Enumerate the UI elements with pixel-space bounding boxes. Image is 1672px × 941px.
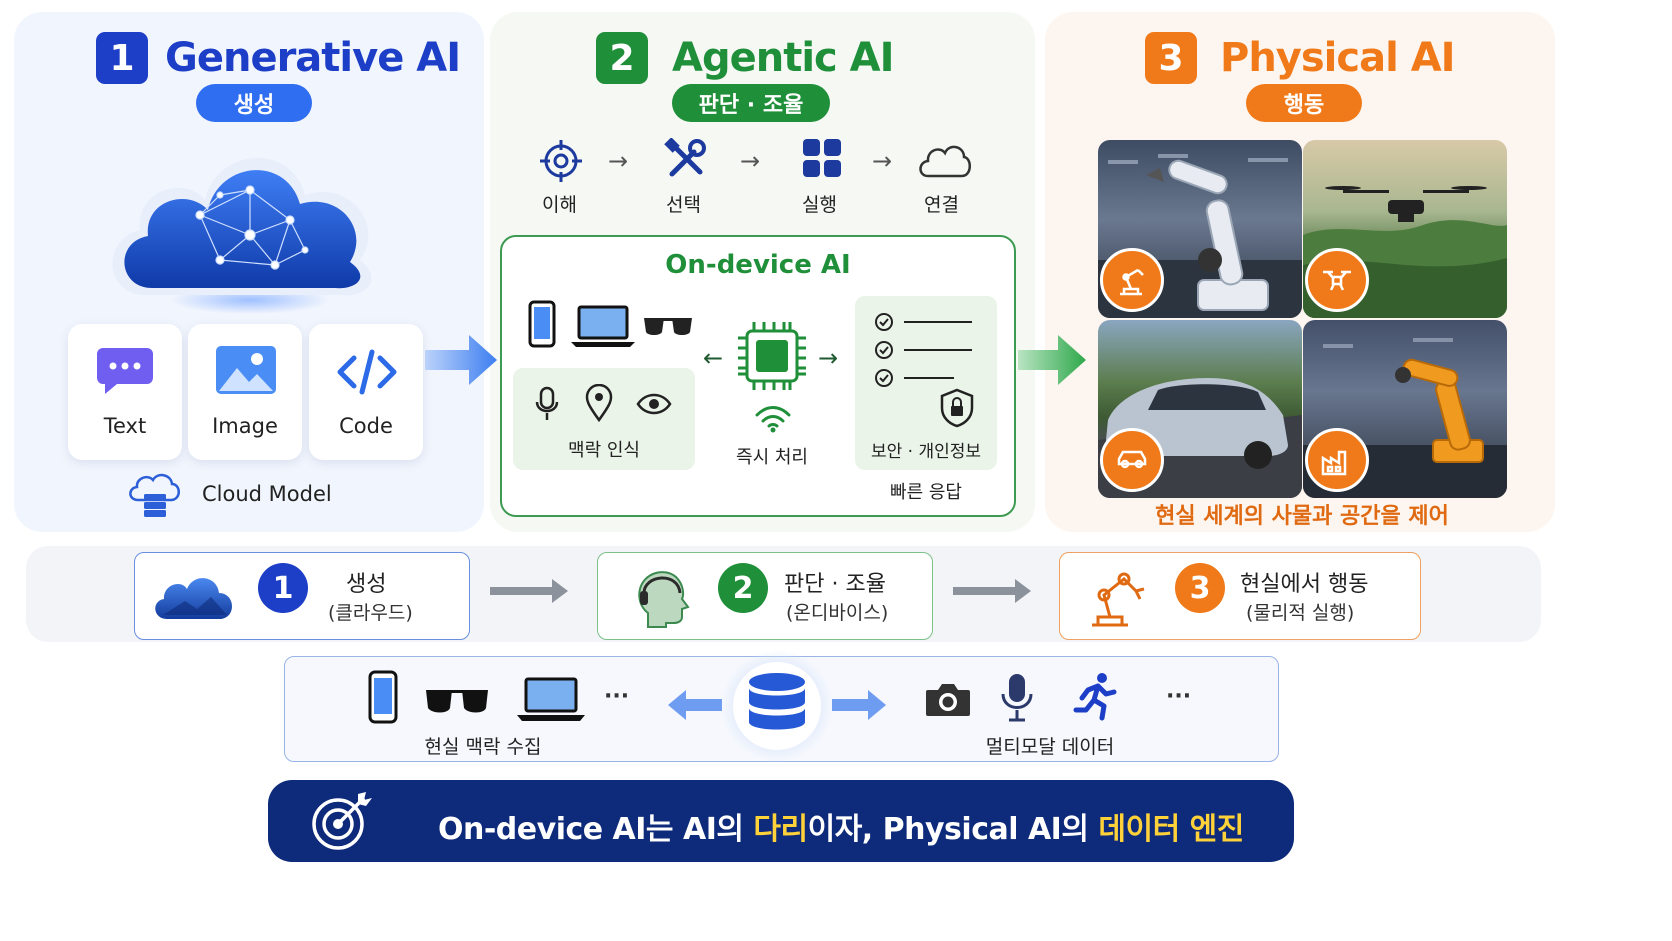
head-headset-icon [638, 571, 690, 628]
target-icon [540, 140, 582, 182]
target-arrow-icon [312, 792, 372, 850]
multimodal-data-label: 멀티모달 데이터 [985, 736, 1115, 758]
microphone-icon [535, 386, 559, 420]
step-judge-number: 2 [718, 563, 768, 613]
banner-highlight-engine: 데이터 엔진 [1098, 812, 1244, 847]
car-badge-icon [1100, 428, 1164, 492]
agentic-pill: 판단 · 조율 [672, 84, 830, 122]
industrial-robot-photo [1303, 320, 1507, 498]
flow-connect-label: 연결 [924, 194, 959, 216]
tools-icon [664, 138, 706, 177]
chat-bubble-icon [97, 348, 153, 394]
wifi-icon [755, 406, 791, 433]
text-card-label: Text [103, 414, 147, 438]
step-act-number: 3 [1175, 563, 1225, 613]
step-generate-sub: (클라우드) [328, 602, 413, 624]
instant-processing-label: 즉시 처리 [736, 447, 808, 468]
physical-title: Physical AI [1220, 35, 1456, 81]
agentic-number: 2 [596, 32, 648, 84]
running-person-icon [1073, 673, 1117, 721]
collect-context-label: 현실 맥락 수집 [424, 736, 542, 758]
code-card-label: Code [339, 414, 393, 438]
physical-number: 3 [1145, 32, 1197, 84]
ai-cloud-icon [112, 157, 372, 314]
drone-badge-icon [1305, 248, 1369, 312]
step-act [1059, 552, 1421, 640]
image-card: Image [188, 324, 302, 460]
robot-arm-badge-icon [1100, 248, 1164, 312]
generative-title: Generative AI [165, 35, 461, 81]
banner-part2: 이자, Physical AI의 [807, 812, 1099, 847]
microphone-icon-2 [1001, 674, 1033, 722]
fast-response-label: 빠른 응답 [890, 482, 962, 503]
eye-icon [636, 393, 672, 415]
flow-understand-label: 이해 [542, 194, 577, 216]
banner-part1: On-device AI는 AI의 [438, 812, 754, 847]
text-card: Text [68, 324, 182, 460]
chip-icon [738, 322, 806, 390]
image-icon [216, 346, 276, 394]
code-icon [337, 349, 397, 395]
smartphone-icon [528, 300, 556, 348]
flow-arrow-1: → [608, 147, 629, 175]
physical-pill: 행동 [1246, 84, 1362, 122]
cloud-icon [919, 145, 971, 178]
arrow-right-blue-icon-2 [832, 690, 886, 720]
step-act-title: 현실에서 행동 [1240, 572, 1369, 597]
flow-arrow-3: → [872, 147, 893, 175]
step-generate-title: 생성 [346, 572, 387, 597]
database-icon [721, 650, 833, 762]
agentic-title: Agentic AI [672, 35, 895, 81]
step-judge-sub: (온디바이스) [786, 602, 889, 624]
checklist-icon [875, 313, 972, 387]
arrow-right-blue-icon [425, 335, 497, 385]
step-arrow-2 [953, 579, 1031, 603]
image-card-label: Image [212, 414, 278, 438]
blue-cloud-icon [155, 578, 233, 619]
generative-number: 1 [96, 32, 148, 84]
shield-lock-icon [940, 388, 974, 428]
banner-highlight-bridge: 다리 [753, 812, 808, 847]
cloud-server-icon [129, 473, 180, 517]
flow-arrow-2: → [740, 147, 761, 175]
grid-icon [803, 139, 841, 177]
code-card: Code [309, 324, 423, 460]
ondevice-title: On-device AI [665, 250, 851, 280]
robot-arm-icon [1092, 572, 1145, 627]
flow-execute-label: 실행 [802, 194, 837, 216]
right-ellipsis: ··· [1166, 684, 1192, 709]
security-privacy-label: 보안 · 개인정보 [870, 442, 982, 462]
robot-arm-photo [1098, 140, 1302, 318]
sunglasses-icon [426, 690, 488, 713]
arrow-right-chip: → [818, 344, 839, 372]
arrow-right-green-icon [1018, 335, 1086, 385]
context-label: 맥락 인식 [568, 440, 640, 461]
left-ellipsis: ··· [604, 684, 630, 709]
factory-badge-icon [1305, 428, 1369, 492]
arrow-left-chip: ← [703, 344, 724, 372]
step-generate-number: 1 [258, 563, 308, 613]
smartphone-icon-2 [368, 670, 398, 724]
camera-icon [926, 684, 970, 716]
glasses-icon [644, 318, 692, 335]
bottom-banner [268, 780, 1294, 862]
arrow-left-blue-icon [668, 690, 722, 720]
drone-photo [1303, 140, 1507, 318]
banner-text: On-device AI는 AI의 다리이자, Physical AI의 데이터… [438, 804, 1244, 848]
cloud-model-label: Cloud Model [202, 482, 332, 506]
step-arrow-1 [490, 579, 568, 603]
car-photo [1098, 320, 1302, 498]
physical-caption: 현실 세계의 사물과 공간을 제어 [1155, 504, 1449, 529]
location-pin-icon [585, 384, 613, 422]
flow-select-label: 선택 [666, 194, 701, 216]
laptop-icon [571, 305, 635, 347]
step-judge-title: 판단 · 조율 [784, 572, 886, 597]
generative-pill: 생성 [196, 84, 312, 122]
laptop-icon-2 [517, 677, 585, 721]
step-act-sub: (물리적 실행) [1246, 602, 1355, 624]
